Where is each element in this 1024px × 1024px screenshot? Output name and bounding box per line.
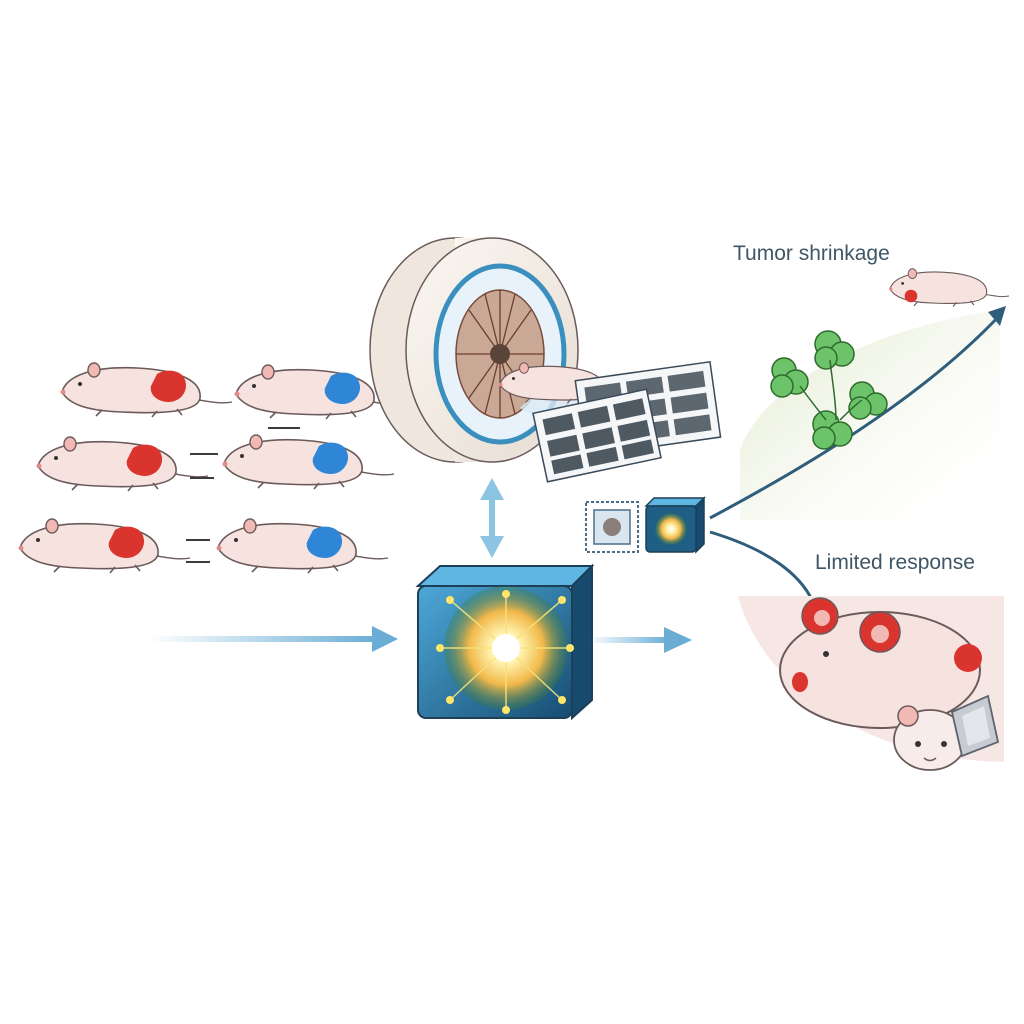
blue-tumor bbox=[306, 526, 343, 558]
mouse-icon bbox=[35, 436, 209, 492]
scan-film-icon bbox=[532, 360, 722, 483]
mouse-icon bbox=[59, 362, 233, 418]
branch-line bbox=[709, 530, 814, 601]
ai-cube-icon bbox=[415, 563, 595, 721]
output-arrow bbox=[588, 627, 692, 653]
limited-response-panel bbox=[709, 530, 1004, 771]
mouse-cohort-left bbox=[17, 362, 407, 574]
red-tumor bbox=[108, 526, 145, 558]
blue-tumor bbox=[324, 372, 361, 404]
bidirectional-arrow bbox=[480, 478, 504, 558]
input-arrow bbox=[150, 626, 398, 652]
tumor-shrinkage-label: Tumor shrinkage bbox=[733, 242, 890, 265]
mini-scan-icon bbox=[585, 501, 639, 553]
small-red-tumor bbox=[904, 289, 918, 303]
mouse-icon bbox=[893, 705, 967, 771]
mouse-icon bbox=[215, 518, 389, 574]
mouse-icon bbox=[221, 434, 395, 490]
tumor-shrinkage-panel bbox=[709, 268, 1010, 520]
bandage-icon bbox=[950, 694, 1000, 758]
trend-arrow bbox=[709, 313, 1002, 520]
limited-response-label: Limited response bbox=[815, 551, 975, 574]
blue-tumor bbox=[312, 442, 349, 474]
mini-cube-icon bbox=[644, 496, 706, 554]
leaf-icon bbox=[770, 330, 888, 450]
mouse-icon bbox=[233, 364, 407, 420]
red-tumor bbox=[150, 370, 187, 402]
mouse-icon bbox=[17, 518, 191, 574]
red-tumor bbox=[126, 444, 163, 476]
mouse-icon bbox=[888, 268, 1010, 308]
mouse-icon bbox=[779, 597, 982, 729]
motion-lines bbox=[186, 427, 300, 563]
